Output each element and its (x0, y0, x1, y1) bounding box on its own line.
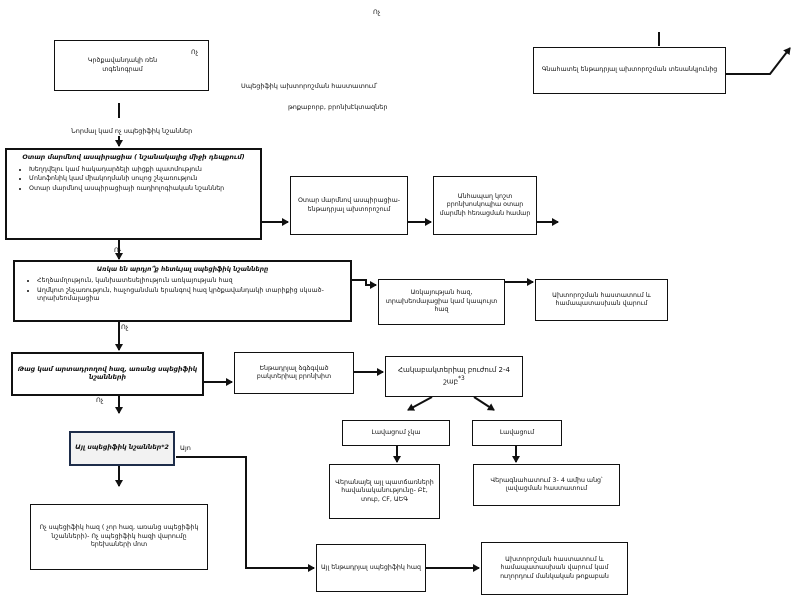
further-tests-text: Վերանայել այլ պատճառների հավանականությու… (335, 478, 434, 503)
foreign-body-presumed-box: Օտար մարմնով ասպիրացիա- ենթադրյալ ախտորո… (290, 176, 408, 235)
specific-sign-item: Աղմկոտ շնչառություն, հաչոցանման երանգով … (37, 287, 344, 304)
chest-xray-box: Կրծքավանդակի ռեն տգենոգրամ Ոչ (54, 40, 209, 91)
criteria-item: Խեղդվելու կամ հակադարձելի աիցքի պատմությ… (29, 166, 224, 175)
chest-xray-text: Կրծքավանդակի ռեն տգենոգրամ (87, 57, 158, 73)
moist-cough-text: Առկայության հազ, տրախեոմալացիա կամ կապու… (385, 289, 498, 314)
other-presumed-box: Այլ ենթադրյալ սպեցիֆիկ հազ (316, 544, 426, 592)
antibiotics-footnote: *3 (458, 375, 465, 382)
foreign-body-criteria-title: Օտար մարմնով ասպիրացիա ( նշանակալից միջի… (22, 154, 245, 161)
antibiotics-box: Հակաբակտերիալ բուժում 2-4 շաբ*3 (385, 356, 523, 397)
no-label-2: Ոչ (114, 246, 122, 254)
chest-xray-no: Ոչ (191, 49, 199, 56)
nonspecific-cough-box: Ոչ սպեցիֆիկ հազ ( չոր հազ, առանց սպեցիֆի… (30, 504, 208, 570)
reassess-text: Վերագնահատում 3- 4 ամիս անց՝ լավացման հա… (490, 476, 603, 493)
foreign-body-presumed-text: Օտար մարմնով ասպիրացիա- ենթադրյալ ախտորո… (297, 197, 401, 213)
foreign-body-criteria-box: Օտար մարմնով ասպիրացիա ( նշանակալից միջի… (5, 148, 262, 240)
not-improved-text: Լավացում չկա (371, 428, 421, 436)
moist-cough-box: Առկայության հազ, տրախեոմալացիա կամ կապու… (378, 279, 505, 325)
presumed-bacterial-text: Ենթադրյալ ձգձգված բակտերիալ բրոնխիտ (256, 364, 332, 381)
other-presumed-text: Այլ ենթադրյալ սպեցիֆիկ հազ (321, 563, 421, 571)
criteria-item: Մոնոֆոնիկ կամ միակողմանի սուլոց շնչառութ… (29, 175, 224, 184)
presumed-bacterial-box: Ենթադրյալ ձգձգված բակտերիալ բրոնխիտ (234, 352, 354, 394)
specific-sign-item: Հեղձամղություն, կանխատեսելիություն առկայ… (37, 277, 344, 286)
evaluate-presumed-text: Գնահատել ենթադրյալ ախտորոշման տեսանկյուն… (541, 66, 718, 74)
top-no-label: Ոչ (373, 8, 381, 16)
reassess-box: Վերագնահատում 3- 4 ամիս անց՝ լավացման հա… (473, 464, 620, 506)
wet-cough-box: Թաց կամ արտադրողով հազ, առանց սպեցիֆիկ ն… (11, 352, 204, 396)
evaluate-presumed-box: Գնահատել ենթադրյալ ախտորոշման տեսանկյուն… (533, 47, 726, 94)
improved-text: Լավացում (499, 428, 535, 436)
criteria-item: Օտար մարմնով ասպիրացիայի ռադիոլոգիական ն… (29, 185, 224, 194)
normal-nonspecific-label: Նորմալ կամ ոչ սպեցիֆիկ նշաններ (71, 127, 193, 135)
antibiotics-text: Հակաբակտերիալ բուժում 2-4 շաբ*3 (390, 366, 518, 386)
nonspecific-cough-text: Ոչ սպեցիֆիկ հազ ( չոր հազ, առանց սպեցիֆի… (39, 524, 199, 549)
specific-signs-title: Առկա են արդյո՞ք հետևյալ սպեցիֆիկ նշաններ… (96, 266, 269, 273)
antibiotics-label: Հակաբակտերիալ բուժում 2-4 շաբ (398, 366, 510, 386)
other-specific-signs-text: Այլ սպեցիֆիկ նշաններ*2 (75, 444, 169, 452)
specific-signs-box: Առկա են արդյո՞ք հետևյալ սպեցիֆիկ նշաններ… (13, 260, 352, 322)
yes-label: Այո (180, 444, 191, 452)
specific-signs-list: Հեղձամղություն, կանխատեսելիություն առկայ… (21, 277, 344, 305)
wet-cough-text: Թաց կամ արտադրողով հազ, առանց սպեցիֆիկ ն… (17, 365, 198, 382)
diagnosis-confirm-text-2: Ախտորոշման հաստատում և համապատասխան վարո… (500, 555, 609, 580)
no-label-4: Ոչ (96, 396, 104, 404)
confirmation-note-line2: թոքաբորբ, բրոնխէկտազներ (288, 103, 388, 111)
bronchoscopy-box: Անհապաղ կոշտ բրոնխոսկոպիա օտար մարմնի հե… (433, 176, 537, 235)
diagnosis-confirm-text-1: Ախտորոշման հաստատում և համապատասխան վարո… (552, 291, 651, 308)
foreign-body-criteria-list: Խեղդվելու կամ հակադարձելի աիցքի պատմությ… (13, 166, 224, 195)
bronchoscopy-text: Անհապաղ կոշտ բրոնխոսկոպիա օտար մարմնի հե… (439, 192, 531, 217)
no-label-3: Ոչ (121, 323, 129, 331)
diagnosis-confirm-box-2: Ախտորոշման հաստատում և համապատասխան վարո… (481, 542, 628, 595)
confirmation-note-line1: Սպեցիֆիկ ախտորոշման հաստատում՝ (241, 82, 378, 90)
not-improved-box: Լավացում չկա (342, 420, 450, 446)
improved-box: Լավացում (472, 420, 562, 446)
further-tests-box: Վերանայել այլ պատճառների հավանականությու… (329, 464, 440, 519)
other-specific-signs-box: Այլ սպեցիֆիկ նշաններ*2 (69, 431, 175, 466)
diagnosis-confirm-box-1: Ախտորոշման հաստատում և համապատասխան վարո… (535, 279, 668, 321)
